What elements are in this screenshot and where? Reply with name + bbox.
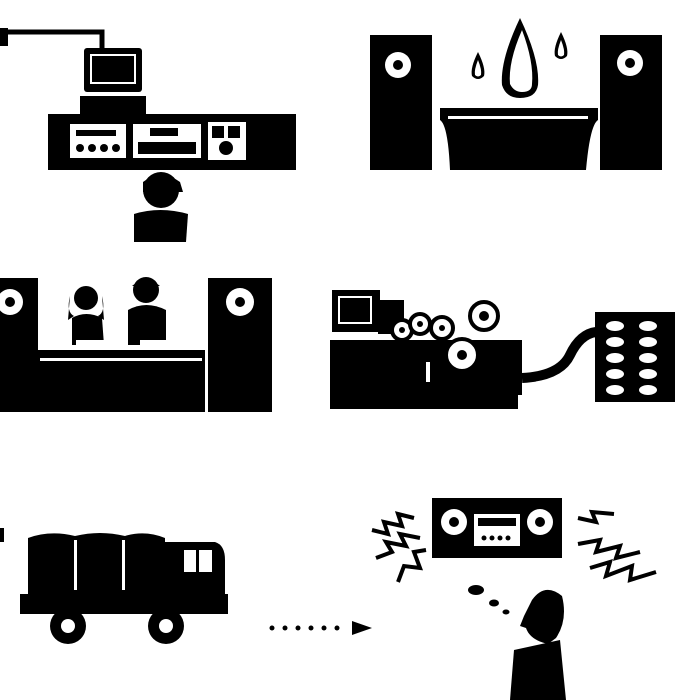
listener-stereo-icon	[371, 498, 657, 700]
musicians-at-desk-icon	[0, 277, 272, 412]
pressing-machine-icon	[330, 290, 675, 409]
mastering-speakers-icon	[370, 18, 662, 170]
arrow-dots-icon	[269, 621, 372, 635]
studio-console-icon	[0, 28, 296, 242]
delivery-truck-icon	[0, 528, 228, 644]
